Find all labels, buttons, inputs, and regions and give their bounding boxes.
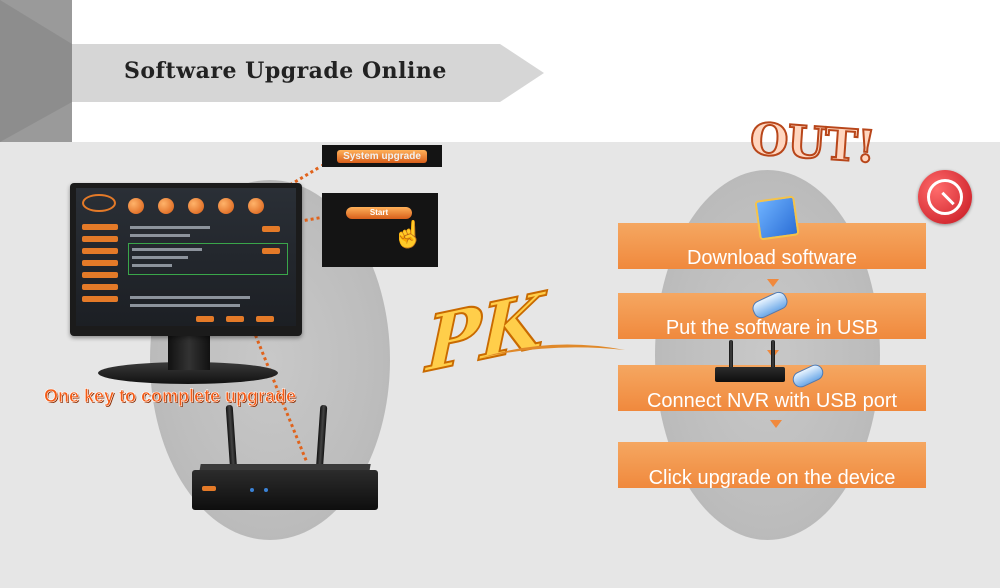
- software-package-icon: [754, 195, 800, 241]
- step-bar-3: Connect NVR with USB port: [618, 365, 926, 412]
- arrow-down-icon: [767, 279, 779, 287]
- cross-bar: [941, 191, 955, 206]
- monitor-stand-neck: [168, 336, 210, 370]
- monitor: [70, 183, 302, 336]
- screen-text-line: [130, 226, 210, 229]
- out-label: OUT!: [747, 113, 877, 175]
- step-label-3: Connect NVR with USB port: [646, 390, 898, 412]
- monitor-stand-base: [98, 362, 278, 384]
- step-label-4: Click upgrade on the device: [648, 467, 896, 489]
- nvr-led: [264, 488, 268, 492]
- cross-icon: [918, 170, 972, 224]
- cross-ring: [927, 179, 963, 215]
- step-label-1: Download software: [686, 247, 858, 269]
- page-title: Software Upgrade Online: [124, 58, 447, 84]
- system-upgrade-callout: System upgrade: [322, 145, 442, 167]
- screen-text-line: [130, 296, 250, 299]
- screen-button: [196, 316, 214, 322]
- system-upgrade-label: System upgrade: [337, 149, 427, 163]
- nvr-led: [250, 488, 254, 492]
- screen-button: [256, 316, 274, 322]
- screen-text-line: [132, 256, 188, 259]
- mini-nvr-icon: [715, 367, 785, 382]
- hand-cursor-icon: ☝: [392, 219, 425, 249]
- tool-icon-4: [218, 198, 234, 214]
- pk-swoosh: [480, 344, 625, 358]
- tool-icon-1: [128, 198, 144, 214]
- screen-button: [262, 226, 280, 232]
- screen-text-line: [132, 264, 172, 267]
- screen-button: [226, 316, 244, 322]
- start-button[interactable]: Start: [346, 207, 412, 219]
- screen-text-line: [130, 304, 240, 307]
- screen-button: [262, 248, 280, 254]
- screen-text-line: [130, 234, 190, 237]
- screen-text-line: [132, 248, 202, 251]
- nvr-logo-icon: [202, 486, 216, 491]
- nvr-screen: [76, 188, 296, 326]
- step-label-2: Put the software in USB: [665, 317, 879, 339]
- upgrade-option-box: [128, 243, 288, 275]
- one-key-caption: One key to complete upgrade: [44, 386, 297, 407]
- mini-nvr-antenna-right: [771, 340, 775, 370]
- menu-item-2: [82, 236, 118, 242]
- tool-icon-2: [158, 198, 174, 214]
- menu-item-7: [82, 296, 118, 302]
- mini-nvr-antenna-left: [729, 340, 733, 370]
- menu-item-3: [82, 248, 118, 254]
- menu-item-5: [82, 272, 118, 278]
- start-callout: Start ☝: [322, 193, 438, 267]
- nvr-device-icon: [192, 470, 378, 510]
- tool-icon-5: [248, 198, 264, 214]
- title-banner: [0, 0, 544, 142]
- step-bar-4: Click upgrade on the device: [618, 442, 926, 489]
- tool-icon-3: [188, 198, 204, 214]
- app-logo-icon: [82, 194, 116, 212]
- menu-item-4: [82, 260, 118, 266]
- arrow-down-icon: [770, 420, 782, 428]
- menu-item-6: [82, 284, 118, 290]
- menu-item-1: [82, 224, 118, 230]
